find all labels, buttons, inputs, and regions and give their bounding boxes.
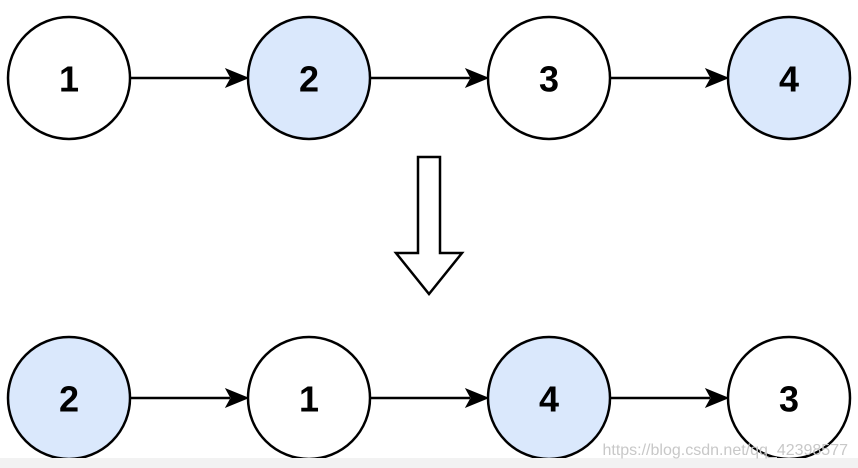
watermark-bar <box>0 458 858 468</box>
transform-down-arrow <box>393 155 465 296</box>
after-node-4-label: 3 <box>779 379 799 420</box>
after-node-1-label: 2 <box>59 379 79 420</box>
before-node-3-circle <box>486 15 612 141</box>
after-edge-3-arrowhead <box>704 387 730 409</box>
after-edge-1-arrowhead <box>224 387 250 409</box>
before-node-2: 2 <box>246 15 372 141</box>
after-node-2-label: 1 <box>299 379 319 420</box>
before-node-4-circle <box>726 15 852 141</box>
before-node-2-circle <box>246 15 372 141</box>
after-list-row: 2 1 4 3 <box>6 335 852 461</box>
before-edge-2-arrowhead <box>464 67 490 89</box>
after-node-2: 1 <box>246 335 372 461</box>
before-node-1-label: 1 <box>59 59 79 100</box>
after-node-4: 3 <box>726 335 852 461</box>
before-node-2-label: 2 <box>299 59 319 100</box>
before-node-4: 4 <box>726 15 852 141</box>
watermark-text: https://blog.csdn.net/qq_42398577 <box>602 442 848 459</box>
before-edge-1-arrowhead <box>224 67 250 89</box>
after-edge-2-arrowhead <box>464 387 490 409</box>
before-node-4-label: 4 <box>779 59 799 100</box>
before-edge-3-arrowhead <box>704 67 730 89</box>
before-node-1: 1 <box>6 15 132 141</box>
before-node-3-label: 3 <box>539 59 559 100</box>
before-node-3: 3 <box>486 15 612 141</box>
after-node-3: 4 <box>486 335 612 461</box>
after-node-3-label: 4 <box>539 379 559 420</box>
after-node-1: 2 <box>6 335 132 461</box>
before-node-1-circle <box>6 15 132 141</box>
before-list-row: 1 2 3 4 <box>6 15 852 141</box>
